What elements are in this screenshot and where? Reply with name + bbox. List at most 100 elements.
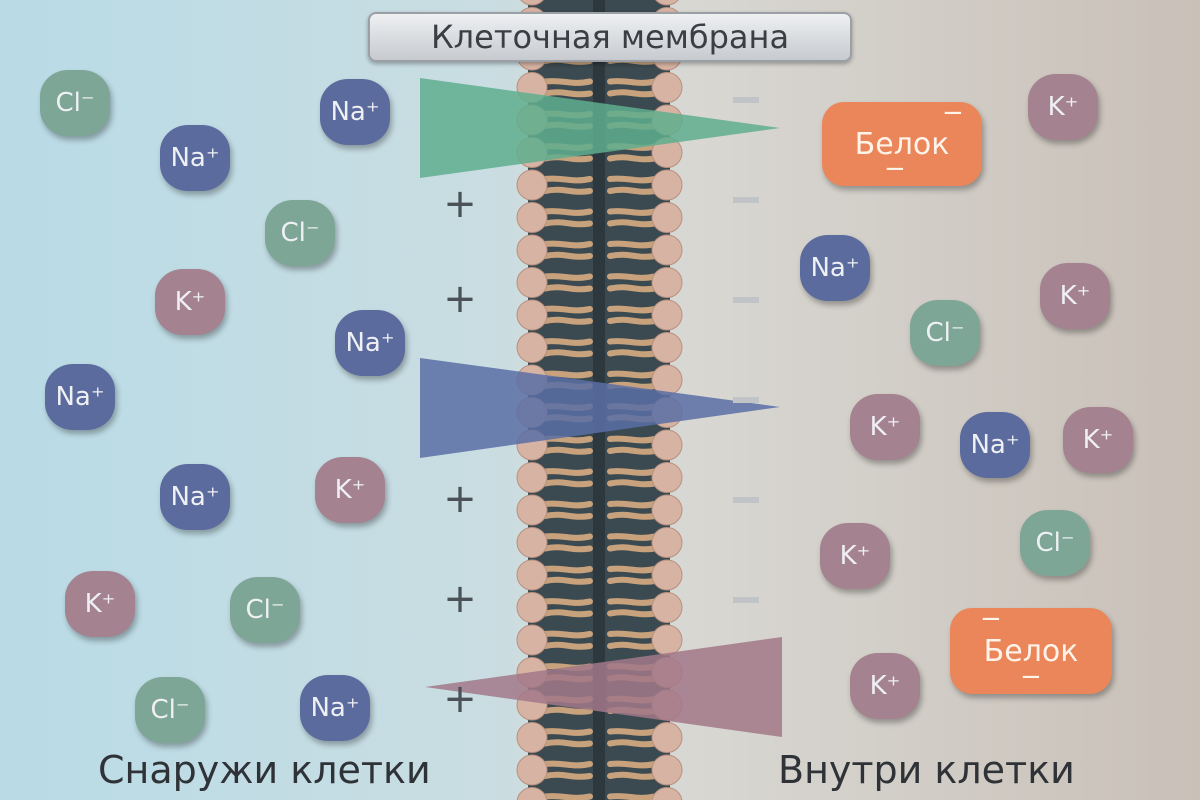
- k-ion: K⁺: [1063, 407, 1133, 473]
- lipid-tail: [542, 739, 593, 748]
- lipid-tail: [542, 349, 593, 358]
- lipid-tail: [542, 240, 593, 249]
- lipid-tail: [542, 511, 593, 520]
- lipid-tail: [542, 446, 593, 455]
- phospholipid-head: [651, 754, 683, 786]
- lipid-tail: [607, 273, 658, 281]
- lipid-tail: [542, 728, 593, 736]
- lipid-tail: [607, 338, 658, 346]
- lipid-tail: [542, 598, 593, 606]
- sodium-gradient-triangle: [420, 358, 780, 458]
- lipid-tail: [542, 284, 593, 293]
- phospholipid-head: [651, 624, 683, 656]
- lipid-tail: [607, 728, 658, 736]
- lipid-tail: [607, 630, 658, 639]
- minus-charge-sign: [733, 397, 759, 403]
- minus-charge-sign: [733, 197, 759, 203]
- lipid-tail: [542, 186, 593, 195]
- phospholipid-head: [516, 592, 548, 623]
- lipid-tail: [542, 219, 593, 228]
- k-ion: K⁺: [850, 394, 920, 460]
- phospholipid-head: [651, 722, 683, 753]
- lipid-tail: [542, 208, 593, 216]
- na-ion: Na⁺: [320, 79, 390, 145]
- phospholipid-head: [651, 299, 683, 331]
- phospholipid-head: [516, 722, 548, 753]
- protein-charge: −: [942, 98, 964, 128]
- phospholipid-head: [516, 462, 548, 493]
- na-ion: Na⁺: [335, 310, 405, 376]
- lipid-tail: [607, 533, 658, 541]
- lipid-tail: [542, 793, 593, 800]
- phospholipid-head: [516, 202, 548, 233]
- lipid-tail: [607, 500, 658, 509]
- phospholipid-head: [651, 592, 683, 623]
- lipid-tail: [542, 771, 593, 780]
- phospholipid-head: [516, 559, 548, 591]
- lipid-tail: [542, 338, 593, 346]
- lipid-tail: [542, 576, 593, 585]
- na-ion: Na⁺: [800, 235, 870, 301]
- lipid-tail: [542, 500, 593, 509]
- lipid-tail: [542, 251, 593, 260]
- k-ion: K⁺: [1028, 74, 1098, 140]
- cl-ion: Cl⁻: [40, 70, 110, 136]
- lipid-tail: [607, 186, 658, 195]
- lipid-tail: [607, 641, 658, 650]
- plus-charge-sign: +: [443, 476, 477, 522]
- phospholipid-head: [516, 787, 548, 800]
- protein-charge: −: [884, 154, 906, 184]
- lipid-tail: [542, 175, 593, 184]
- lipid-tail: [607, 576, 658, 585]
- na-ion: Na⁺: [160, 464, 230, 530]
- lipid-tail: [542, 533, 593, 541]
- lipid-tail: [542, 370, 593, 379]
- phospholipid-head: [520, 0, 544, 6]
- phospholipid-head: [651, 72, 683, 103]
- lipid-tail: [607, 468, 658, 476]
- cl-ion: Cl⁻: [230, 577, 300, 643]
- lipid-tail: [542, 544, 593, 553]
- phospholipid-head: [651, 527, 683, 558]
- lipid-tail: [542, 565, 593, 574]
- cl-ion: Cl⁻: [1020, 510, 1090, 576]
- phospholipid-head: [651, 494, 683, 526]
- k-ion: K⁺: [65, 571, 135, 637]
- inside-cell-label: Внутри клетки: [778, 748, 1075, 792]
- lipid-tail: [607, 565, 658, 574]
- phospholipid-head: [651, 332, 683, 363]
- phospholipid-head: [651, 169, 683, 201]
- na-ion: Na⁺: [45, 364, 115, 430]
- phospholipid-head: [516, 527, 548, 558]
- minus-charge-sign: [733, 297, 759, 303]
- protein-charge: −: [980, 604, 1002, 634]
- lipid-tail: [607, 771, 658, 780]
- k-ion: K⁺: [820, 523, 890, 589]
- lipid-tail: [542, 78, 593, 86]
- phospholipid-head: [651, 429, 683, 461]
- lipid-tail: [607, 89, 658, 98]
- phospholipid-head: [651, 234, 683, 266]
- lipid-tail: [607, 609, 658, 618]
- lipid-tail: [607, 511, 658, 520]
- minus-charge-sign: [733, 597, 759, 603]
- lipid-tail: [607, 78, 658, 86]
- phospholipid-head: [651, 787, 683, 800]
- lipid-tail: [542, 641, 593, 650]
- phospholipid-head: [516, 169, 548, 201]
- lipid-tail: [607, 154, 658, 163]
- potassium-gradient-triangle: [425, 637, 782, 737]
- plus-charge-sign: +: [443, 576, 477, 622]
- phospholipid-head: [516, 754, 548, 786]
- lipid-tail: [542, 760, 593, 769]
- lipid-tail: [542, 273, 593, 281]
- na-ion: Na⁺: [960, 412, 1030, 478]
- phospholipid-head: [651, 462, 683, 493]
- minus-charge-sign: [733, 97, 759, 103]
- cl-ion: Cl⁻: [910, 300, 980, 366]
- plus-charge-sign: +: [443, 676, 477, 722]
- phospholipid-head: [651, 267, 683, 298]
- lipid-tail: [607, 598, 658, 606]
- protein-label: Белок: [983, 633, 1079, 669]
- outside-cell-label: Снаружи клетки: [98, 748, 431, 792]
